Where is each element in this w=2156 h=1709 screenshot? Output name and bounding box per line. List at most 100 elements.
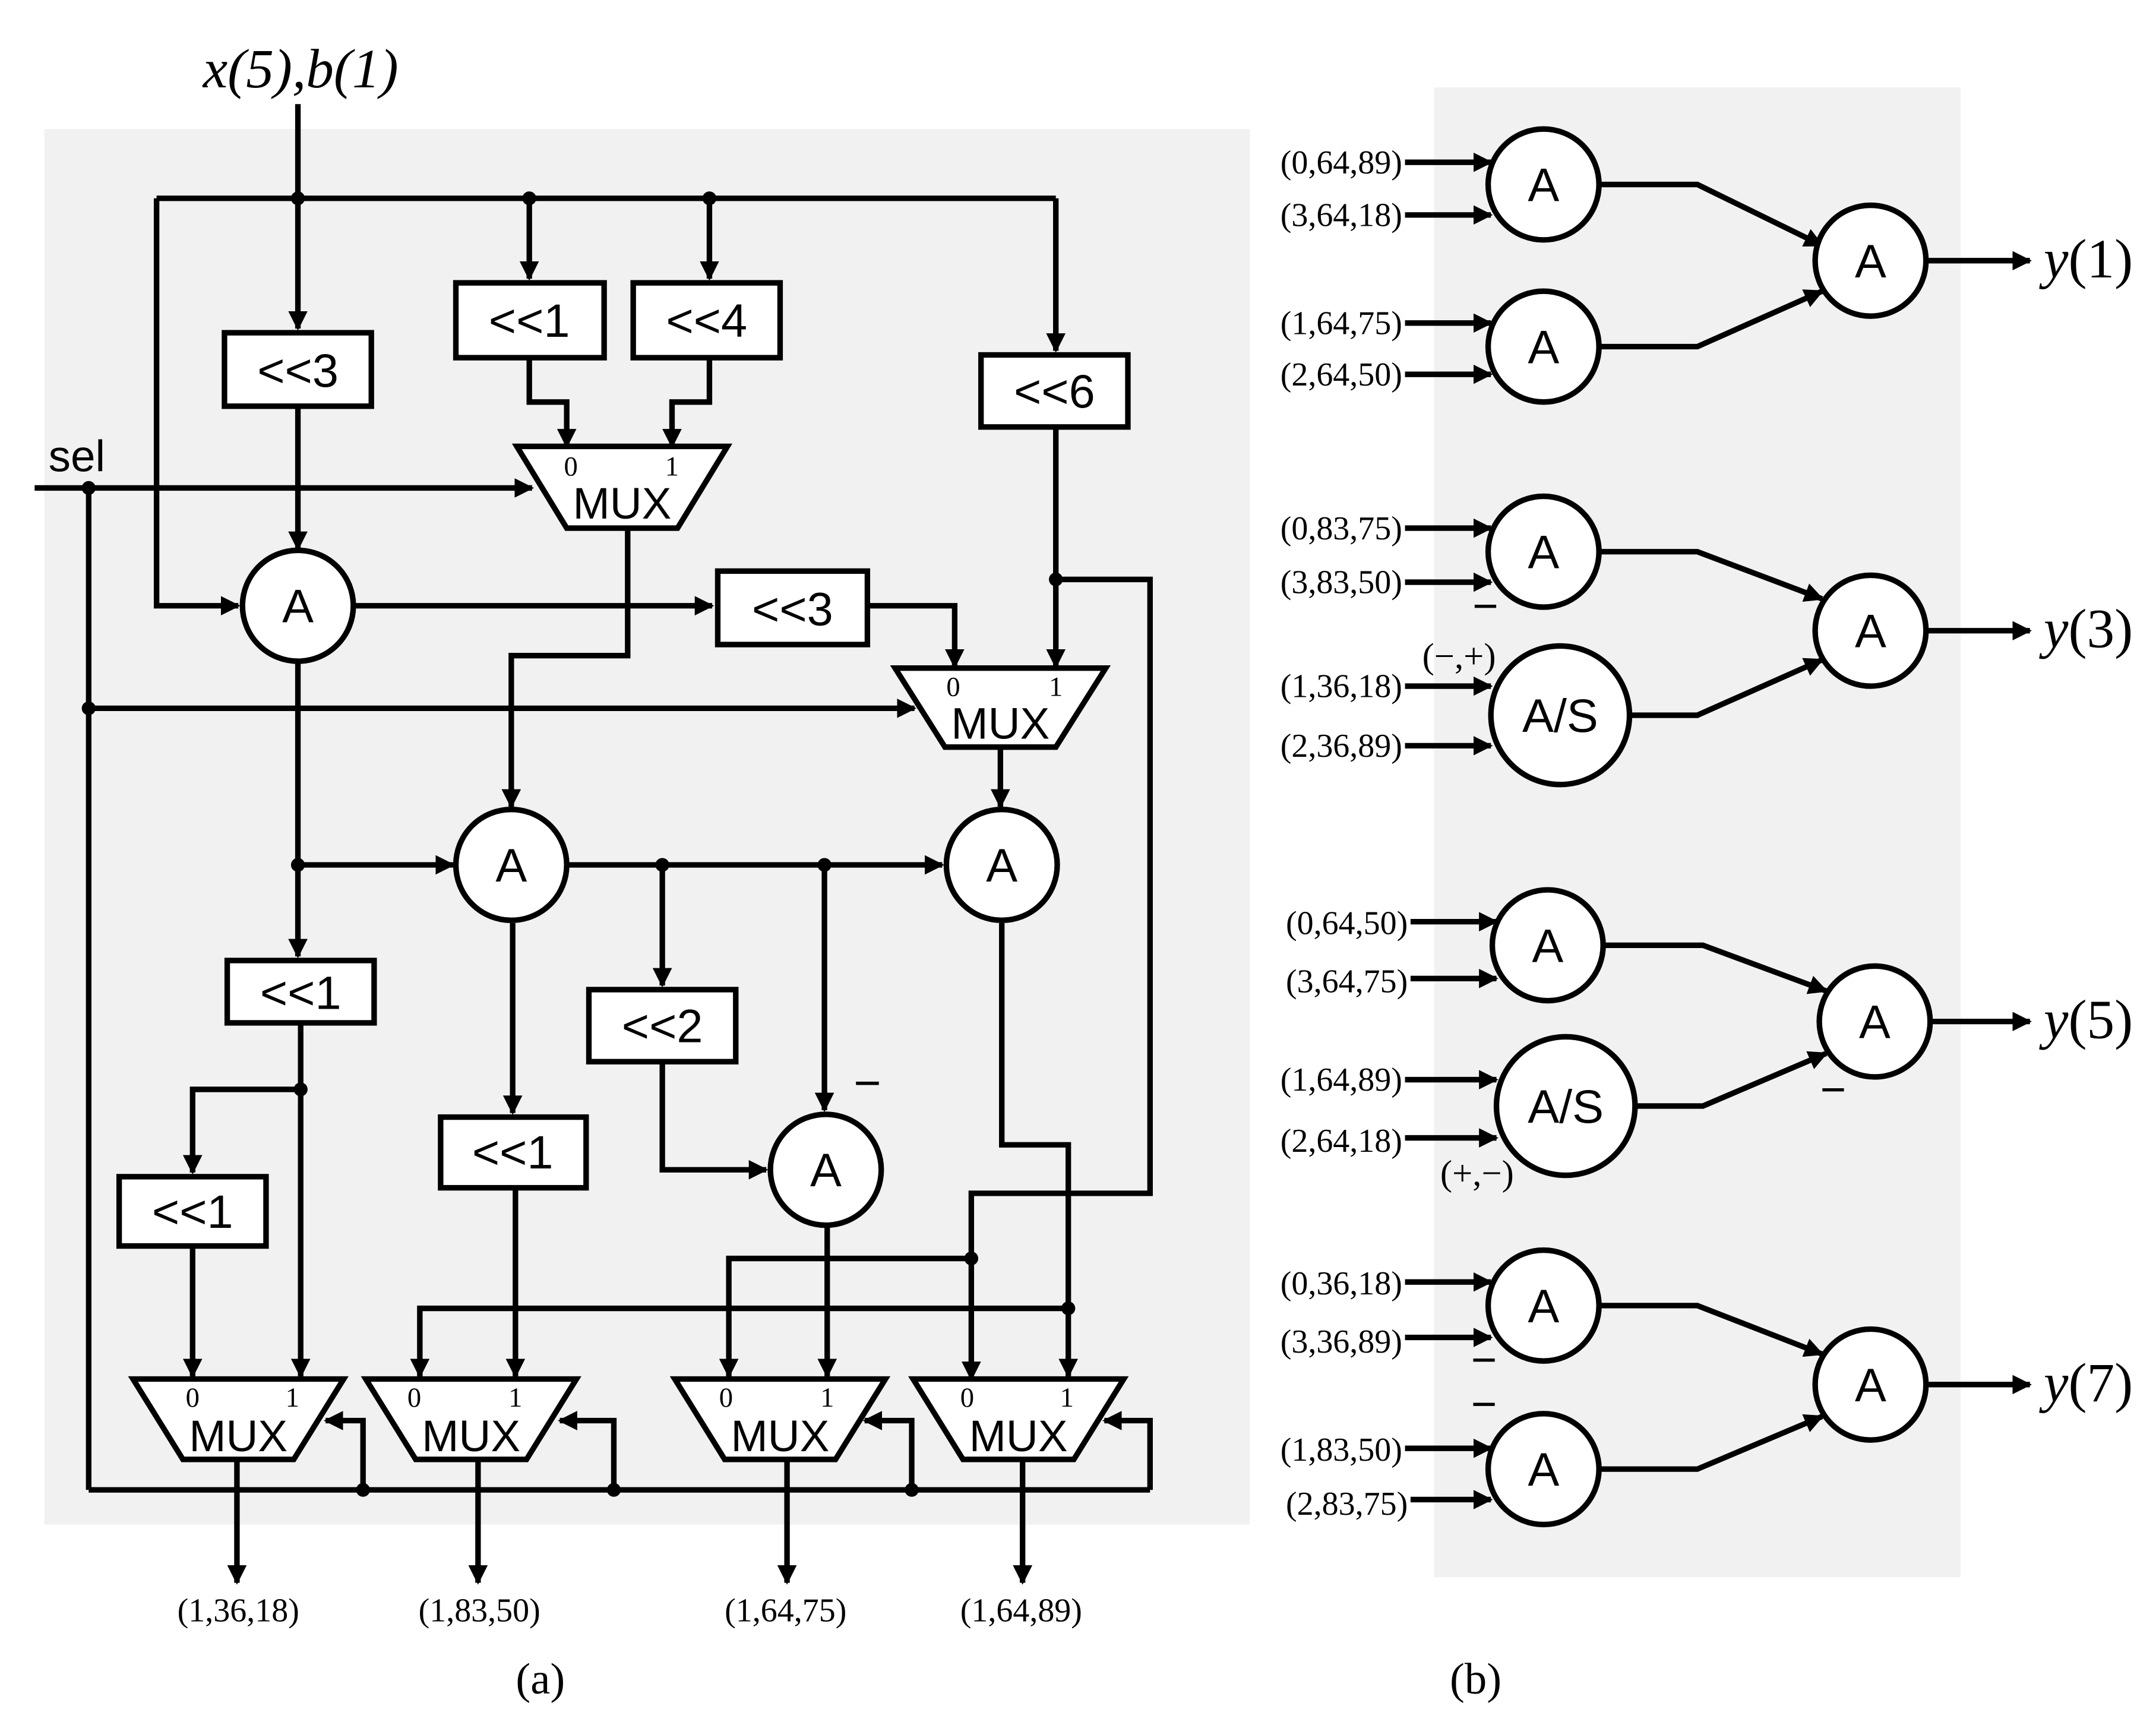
minus-sign: − xyxy=(1471,1335,1497,1385)
input-label: (3,36,89) xyxy=(1281,1323,1402,1360)
mux-input-0: 0 xyxy=(719,1382,733,1413)
input-label: (3,64,18) xyxy=(1281,197,1402,234)
input-label: (1,83,50) xyxy=(1281,1432,1402,1468)
mux-label: MUX xyxy=(189,1411,287,1461)
shift-label: <<1 xyxy=(152,1185,233,1238)
shift-label: <<4 xyxy=(666,294,747,347)
shift-label: <<3 xyxy=(752,582,833,635)
input-label: x(5),b(1) xyxy=(202,39,399,100)
input-label: (3,64,75) xyxy=(1286,964,1408,1000)
input-label: (1,36,18) xyxy=(1281,668,1402,705)
add-sub-label: A/S xyxy=(1528,1080,1604,1133)
minus-sign: − xyxy=(1471,1379,1497,1429)
input-label: (0,36,18) xyxy=(1281,1265,1402,1302)
adder-node: A xyxy=(1485,1247,1602,1364)
sel-label: sel xyxy=(49,431,105,481)
minus-sign: − xyxy=(1820,1064,1847,1114)
mux-input-1: 1 xyxy=(665,451,679,482)
adder-label: A xyxy=(810,1143,842,1196)
caption-b: (b) xyxy=(1450,1654,1501,1704)
adder-node: A xyxy=(1485,288,1602,405)
shift-label: <<1 xyxy=(472,1126,554,1179)
mux-input-0: 0 xyxy=(564,451,577,482)
adder-label: A xyxy=(1528,320,1559,373)
caption-a: (a) xyxy=(516,1654,565,1704)
shift-label: <<1 xyxy=(489,294,570,347)
adder-node: A xyxy=(1812,572,1929,689)
mux-label: MUX xyxy=(731,1411,829,1461)
adder-label: A xyxy=(986,839,1017,892)
shift-label: <<1 xyxy=(260,966,342,1019)
output-y5: y(5) xyxy=(2039,990,2133,1051)
add-sub-node: A/S xyxy=(1493,1034,1638,1179)
adder-node: A xyxy=(1816,963,1933,1080)
input-label: (2,64,18) xyxy=(1281,1123,1402,1160)
adder-label: A xyxy=(1532,919,1563,972)
mux-input-1: 1 xyxy=(1049,671,1063,702)
adder-label: A xyxy=(1859,996,1891,1048)
adder-label: A xyxy=(1528,1443,1559,1496)
input-label: (3,83,50) xyxy=(1281,564,1402,601)
panel-a: x(5),b(1) sel xyxy=(34,39,1250,1704)
output-y3: y(3) xyxy=(2039,599,2133,660)
mux-input-0: 0 xyxy=(946,671,960,702)
adder-node: A xyxy=(1812,1326,1929,1443)
panel-a-wires xyxy=(34,104,1153,1585)
output-y7: y(7) xyxy=(2039,1353,2133,1414)
adder-node: A xyxy=(1485,126,1602,243)
input-label: (0,64,50) xyxy=(1286,905,1408,942)
shift-box-s1-center: <<1 xyxy=(438,1114,589,1191)
mux-input-1: 1 xyxy=(1060,1382,1074,1413)
mux-input-1: 1 xyxy=(820,1382,834,1413)
input-label: (2,83,75) xyxy=(1286,1486,1408,1522)
mux-input-1: 1 xyxy=(508,1382,522,1413)
output-label-2: (1,83,50) xyxy=(419,1593,540,1629)
shift-box-s4-top: <<4 xyxy=(630,280,783,361)
mux-top: 0 1 MUX xyxy=(511,443,733,531)
adder-a4: A xyxy=(767,1111,884,1228)
mux-bottom-4: 0 1 MUX xyxy=(908,1376,1129,1462)
shift-label: <<3 xyxy=(257,344,339,397)
mux-label: MUX xyxy=(422,1411,520,1461)
adder-label: A xyxy=(1528,1280,1559,1332)
add-sub-node: A/S xyxy=(1488,643,1633,788)
mux-input-0: 0 xyxy=(407,1382,421,1413)
add-sub-label: A/S xyxy=(1522,689,1598,742)
panel-b: (0,64,89) (3,64,18) (1,64,75) (2,64,50) … xyxy=(1281,87,2133,1704)
mux-input-1: 1 xyxy=(286,1382,299,1413)
adder-node: A xyxy=(1485,1411,1602,1528)
mux-label: MUX xyxy=(951,699,1049,748)
output-label-1: (1,36,18) xyxy=(178,1593,299,1629)
panel-a-junctions xyxy=(81,191,1076,1497)
adder-label: A xyxy=(495,839,527,892)
sign-note: (−,+) xyxy=(1422,637,1496,677)
adder-label: A xyxy=(1855,235,1886,288)
input-label: (0,83,75) xyxy=(1281,510,1402,547)
input-label: (2,36,89) xyxy=(1281,728,1402,765)
butterfly-group-y7: (0,36,18) (3,36,89) (1,83,50) (2,83,75) … xyxy=(1281,1247,2133,1528)
mux-bottom-2: 0 1 MUX xyxy=(361,1376,581,1462)
minus-sign: − xyxy=(853,1056,881,1109)
sign-note: (+,−) xyxy=(1440,1154,1514,1193)
adder-label: A xyxy=(282,580,314,633)
mux-input-0: 0 xyxy=(186,1382,200,1413)
mux-bottom-1: 0 1 MUX xyxy=(128,1376,349,1462)
input-label: (2,64,50) xyxy=(1281,356,1402,393)
minus-sign: − xyxy=(1472,580,1499,630)
adder-label: A xyxy=(1528,526,1559,579)
shift-label: <<6 xyxy=(1014,365,1095,418)
butterfly-group-y1: (0,64,89) (3,64,18) (1,64,75) (2,64,50) … xyxy=(1281,126,2133,405)
adder-label: A xyxy=(1855,605,1886,658)
output-y1: y(1) xyxy=(2039,229,2133,290)
adder-node: A xyxy=(1485,493,1602,610)
adder-a1: A xyxy=(239,547,356,664)
mux-bottom-3: 0 1 MUX xyxy=(669,1376,891,1462)
shift-box-s6-top: <<6 xyxy=(978,352,1131,430)
adder-label: A xyxy=(1855,1359,1886,1411)
mux-mid: 0 1 MUX xyxy=(890,665,1111,750)
shift-label: <<2 xyxy=(622,1000,703,1053)
input-label: (1,64,75) xyxy=(1281,305,1402,342)
butterfly-group-y5: (0,64,50) (3,64,75) (1,64,89) (2,64,18) … xyxy=(1281,887,2133,1193)
shift-box-s3-mid: <<3 xyxy=(715,568,871,647)
